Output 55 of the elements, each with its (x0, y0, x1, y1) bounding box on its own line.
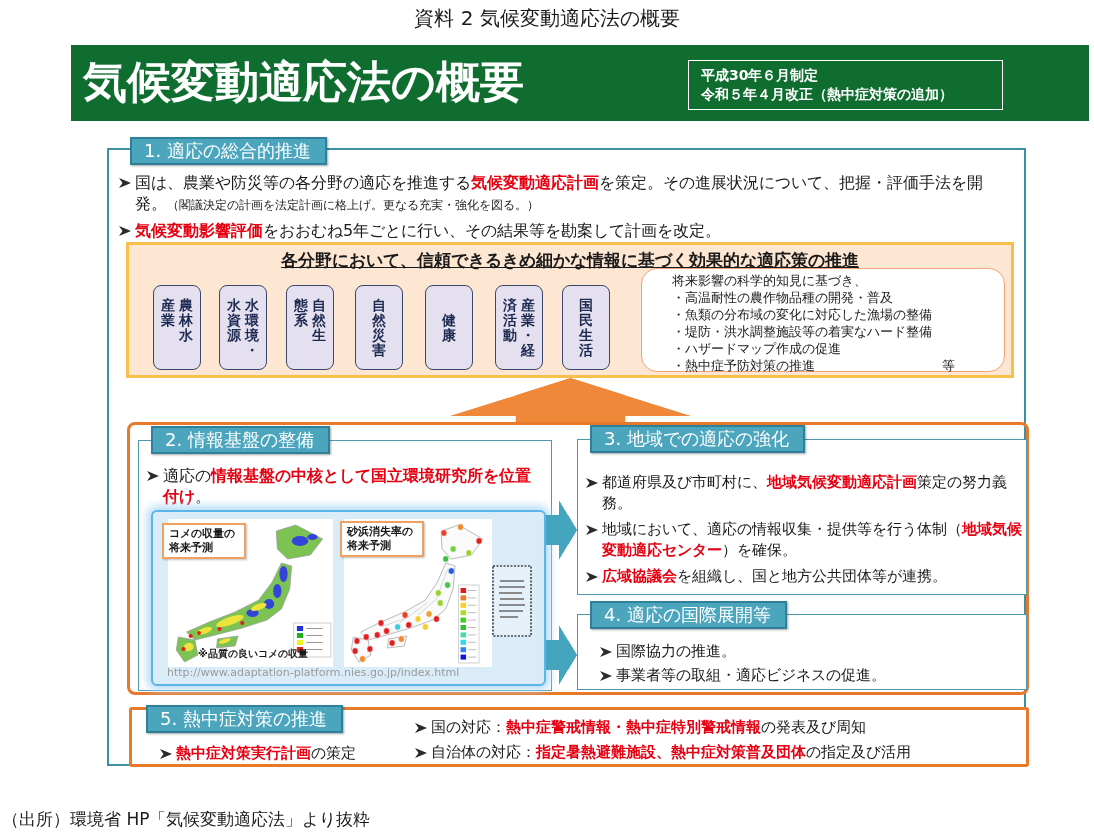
bullet-text: 事業者等の取組・適応ビジネスの促進。 (616, 665, 886, 686)
bullet-text: 都道府県及び市町村に、地域気候変動適応計画策定の努力義務。 (602, 472, 1008, 514)
source-url: http://www.adaptation-platform.nies.go.jp/index.html (167, 666, 460, 680)
banner-title: 気候変動適応法の概要 (83, 55, 524, 109)
sector-box (425, 285, 473, 370)
etc-text: 等 (942, 357, 955, 374)
bullet-text: 国の対応：熱中症警戒情報・熱中症特別警戒情報の発表及び周知 (431, 717, 866, 738)
bullet-text: 適応の情報基盤の中核として国立環境研究所を位置付け。 (163, 465, 532, 507)
sector-label: 自然災害 (372, 297, 386, 358)
sector-label: 健康 (442, 312, 456, 343)
section-tab: 2. 情報基盤の整備 (151, 426, 330, 454)
goal-panel (126, 242, 1014, 378)
section-tab: 4. 適応の国際展開等 (590, 601, 787, 629)
map-note: ※品質の良いコメの収量 (198, 647, 308, 660)
sector-label: 産業・経済活動 (503, 297, 535, 358)
sector-label: 自然生態系 (294, 297, 326, 345)
block-arrow (546, 625, 577, 685)
measure-text: ・堤防・洪水調整施設等の着実なハード整備 (672, 323, 932, 340)
sector-box (562, 285, 610, 370)
date-line: 平成30年６月制定 (701, 66, 819, 85)
section-panel (129, 707, 1029, 767)
page-title: 資料 2 気候変動適応法の概要 (414, 5, 680, 31)
title-banner (71, 45, 1089, 121)
bullet-text: 自治体の対応：指定暑熱避難施設、熱中症対策普及団体の指定及び活用 (431, 742, 911, 763)
block-arrow (546, 500, 577, 560)
section-tab: 3. 地域での適応の強化 (590, 425, 805, 453)
date-line: 令和５年４月改正（熱中症対策の追加） (701, 85, 953, 104)
bullet-text: 国際協力の推進。 (616, 641, 736, 662)
sector-box (219, 285, 267, 370)
sector-box (355, 285, 403, 370)
source-caption: （出所）環境省 HP「気候変動適応法」より抜粋 (2, 808, 371, 830)
group-frame (127, 422, 1029, 695)
measure-text: 将来影響の科学的知見に基づき、 (672, 272, 867, 289)
date-box (688, 60, 1003, 110)
section-tab: 5. 熱中症対策の推進 (146, 705, 343, 733)
sector-label: 国民生活 (579, 297, 593, 358)
measure-text: ・高温耐性の農作物品種の開発・普及 (672, 289, 893, 306)
map-title: 砂浜消失率の将来予測 (340, 521, 424, 557)
sector-label: 水環境・水資源 (227, 297, 259, 358)
map-title: コメの収量の将来予測 (162, 523, 246, 559)
measure-text: ・ハザードマップ作成の促進 (672, 340, 841, 357)
bullet-text: 気候変動影響評価をおおむね5年ごとに行い、その結果等を勘案して計画を改定。 (135, 220, 722, 241)
sector-box (286, 285, 334, 370)
bullet-text: 国は、農業や防災等の各分野の適応を推進する気候変動適応計画を策定。その進展状況について、把握・評価手法を開発。（閣議決定の計画を法定計画に格上げ。更なる充実・強化を図る。） (135, 172, 984, 215)
bullet-text: 熱中症対策実行計画の策定 (176, 743, 356, 764)
sector-box (153, 285, 201, 370)
sector-label: 農林水産業 (161, 297, 193, 345)
measure-text: ・熱中症予防対策の推進 (672, 357, 815, 374)
measure-text: ・魚類の分布域の変化に対応した漁場の整備 (672, 306, 932, 323)
section-tab: 1. 適応の総合的推進 (130, 137, 327, 165)
sector-box (495, 285, 543, 370)
bullet-text: 広域協議会を組織し、国と地方公共団体等が連携。 (602, 566, 947, 587)
bullet-text: 地域において、適応の情報収集・提供等を行う体制（地域気候変動適応センター）を確保。 (602, 519, 1023, 561)
map-panel (151, 510, 546, 686)
measures-box (641, 268, 1005, 372)
